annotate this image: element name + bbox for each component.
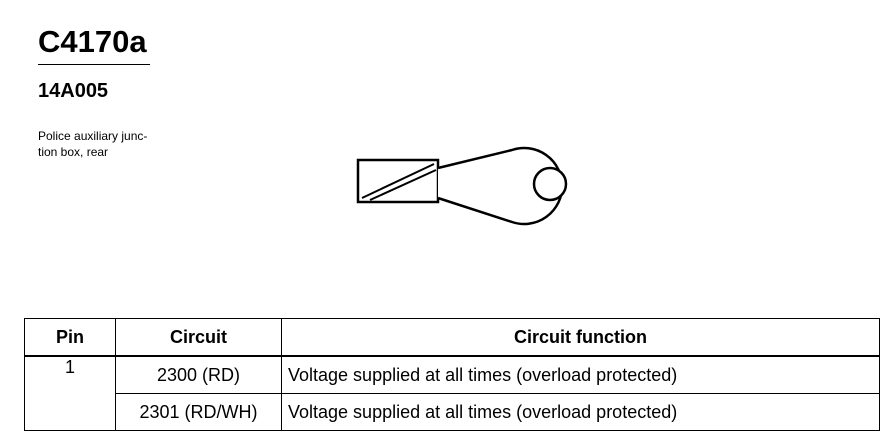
header-circuit: Circuit xyxy=(115,318,282,357)
table-row: 2301 (RD/WH) Voltage supplied at all tim… xyxy=(25,393,880,431)
pin-table: Pin Circuit Circuit function 1 2300 (RD)… xyxy=(24,318,880,431)
title-divider xyxy=(38,64,150,65)
ring-terminal-icon xyxy=(350,140,600,235)
circuit-value: 2300 (RD) xyxy=(115,355,282,394)
barrel-hatch-line-1 xyxy=(361,163,435,199)
header-circuit-function: Circuit function xyxy=(281,318,880,357)
circuit-value: 2301 (RD/WH) xyxy=(115,393,282,431)
ring-terminal-drawing xyxy=(356,146,568,226)
connector-description: Police auxiliary junc- tion box, rear xyxy=(38,128,198,160)
part-number: 14A005 xyxy=(38,80,109,102)
circuit-function-value: Voltage supplied at all times (overload … xyxy=(281,393,880,431)
pin-number: 1 xyxy=(24,355,116,431)
barrel-hatch-line-2 xyxy=(369,169,437,201)
table-row: 1 2300 (RD) Voltage supplied at all time… xyxy=(24,355,880,431)
terminal-ring-hole xyxy=(532,166,568,202)
terminal-barrel xyxy=(356,158,440,204)
header-pin: Pin xyxy=(24,318,116,357)
connector-id: C4170a xyxy=(38,24,147,59)
pin-table-header: Pin Circuit Circuit function xyxy=(24,318,880,357)
description-text: Police auxiliary junc- tion box, rear xyxy=(38,129,148,159)
circuit-function-value: Voltage supplied at all times (overload … xyxy=(281,355,880,394)
